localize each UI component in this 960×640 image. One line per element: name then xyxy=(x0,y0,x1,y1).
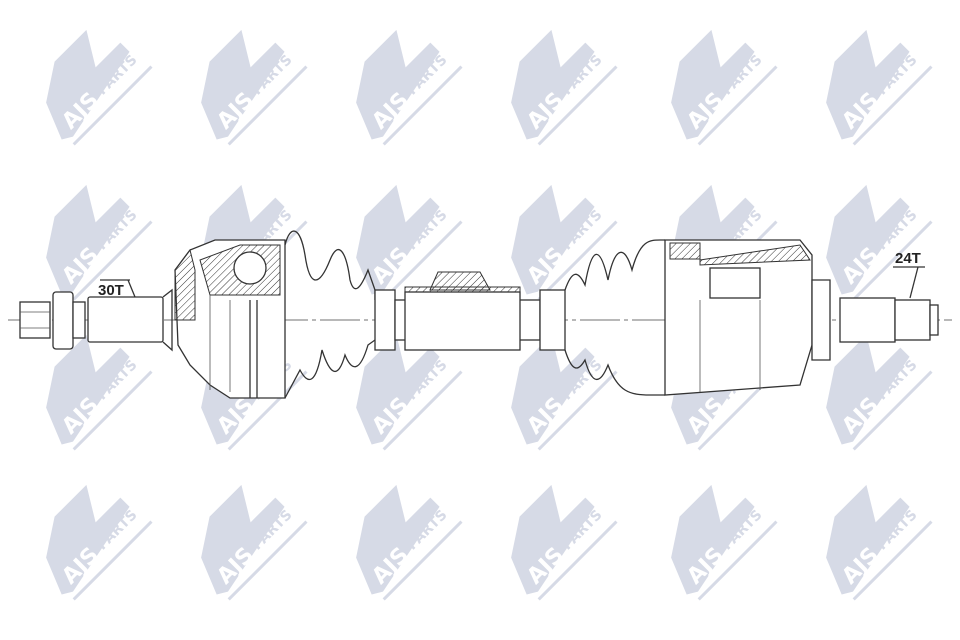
watermark-shape xyxy=(46,184,130,295)
right-label-leader xyxy=(909,266,919,299)
left-spline-label: 30T xyxy=(98,282,124,299)
watermark-shape xyxy=(511,484,595,595)
watermark-underline xyxy=(227,65,308,146)
watermark-shape xyxy=(356,29,440,140)
watermark-underline xyxy=(697,65,778,146)
watermark-underline xyxy=(537,370,618,451)
watermark-shape xyxy=(671,29,755,140)
watermark-shape xyxy=(201,484,285,595)
watermark-shape xyxy=(826,334,910,445)
watermark-underline xyxy=(537,65,618,146)
watermark-underline xyxy=(852,65,933,146)
watermark-shape xyxy=(826,184,910,295)
watermark-underline xyxy=(382,220,463,301)
right-spline-label: 24T xyxy=(895,250,921,267)
watermark-underline xyxy=(382,520,463,601)
left-label-leader xyxy=(127,279,136,298)
watermark-underline xyxy=(537,220,618,301)
watermark-underline xyxy=(852,520,933,601)
shaft-with-damper xyxy=(394,271,541,351)
watermark-underline xyxy=(382,370,463,451)
watermark-shape xyxy=(46,29,130,140)
watermark-shape xyxy=(511,334,595,445)
watermark-underline xyxy=(72,520,153,601)
watermark-shape xyxy=(826,29,910,140)
watermark-underline xyxy=(72,220,153,301)
watermark-shape xyxy=(356,484,440,595)
watermark-shape xyxy=(826,484,910,595)
right-spline-24t xyxy=(839,297,939,343)
inner-boot xyxy=(539,239,665,396)
watermark-shape xyxy=(46,334,130,445)
watermark-shape xyxy=(511,184,595,295)
watermark-shape xyxy=(671,484,755,595)
watermark-underline xyxy=(852,220,933,301)
left-spline-30t xyxy=(87,288,173,352)
watermark-underline xyxy=(382,65,463,146)
outer-boot xyxy=(284,230,396,399)
inner-tripod-joint xyxy=(664,239,831,396)
watermark-underline xyxy=(72,65,153,146)
watermark-shape xyxy=(356,184,440,295)
watermark-underline xyxy=(697,520,778,601)
left-threaded-stub xyxy=(19,291,86,350)
watermark-underline xyxy=(852,370,933,451)
watermark-underline xyxy=(72,370,153,451)
watermark-underline xyxy=(537,520,618,601)
watermark-shape xyxy=(201,29,285,140)
watermark-shape xyxy=(511,29,595,140)
outer-cv-joint xyxy=(174,239,286,399)
watermark-shape xyxy=(356,334,440,445)
watermark-shape xyxy=(46,484,130,595)
watermark-underline xyxy=(227,370,308,451)
watermark-underline xyxy=(227,520,308,601)
